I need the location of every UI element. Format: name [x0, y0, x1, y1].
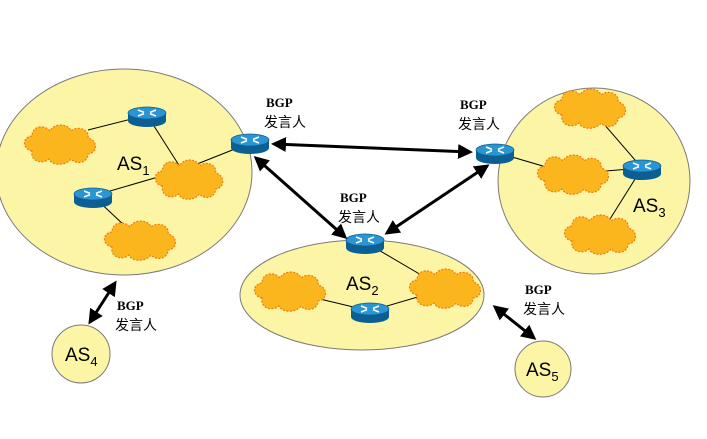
- svg-text:BGP: BGP: [117, 298, 144, 313]
- bgp-links: [88, 136, 537, 340]
- svg-text:发言人: 发言人: [458, 117, 500, 133]
- as2-cloud-1: [253, 271, 327, 312]
- svg-text:BGP: BGP: [525, 282, 552, 297]
- svg-text:BGP: BGP: [460, 97, 487, 112]
- speaker-label-bottom-left: BGP 发言人: [115, 298, 157, 334]
- as2-label: AS2: [346, 274, 379, 298]
- link-as1-as4: [88, 280, 117, 325]
- svg-text:BGP: BGP: [266, 95, 293, 110]
- as4-label: AS4: [65, 345, 98, 369]
- svg-text:发言人: 发言人: [523, 302, 565, 318]
- as1-cloud-1: [23, 124, 97, 165]
- as3-speaker-router: [475, 143, 515, 165]
- link-as1-as2: [253, 156, 348, 239]
- link-as2-as5: [492, 305, 537, 340]
- as1-label: AS1: [117, 154, 150, 178]
- svg-text:发言人: 发言人: [338, 210, 380, 226]
- svg-text:BGP: BGP: [340, 190, 367, 205]
- link-as2-as3: [384, 164, 490, 235]
- as1-router-top: [127, 106, 167, 128]
- speaker-label-middle: BGP 发言人: [338, 190, 380, 226]
- link-as1-as3: [271, 136, 473, 160]
- as3-router-right: [622, 159, 662, 181]
- speaker-label-top-left: BGP 发言人: [264, 95, 306, 131]
- as3-cloud-3: [563, 214, 637, 255]
- as3-cloud-2: [536, 154, 610, 195]
- as2-speaker-router: [345, 233, 385, 255]
- as3-cloud-1: [553, 88, 627, 129]
- as3-label: AS3: [633, 196, 666, 220]
- as1-cloud-3: [103, 220, 177, 261]
- as2-cloud-2: [408, 268, 482, 309]
- speaker-label-bottom-right: BGP 发言人: [523, 282, 565, 318]
- as1-router-left: [73, 187, 113, 209]
- as2-router-bottom: [350, 302, 390, 324]
- as1-cloud-2: [154, 159, 224, 200]
- as1-area: [0, 68, 253, 276]
- speaker-label-top-right: BGP 发言人: [458, 97, 500, 133]
- svg-text:发言人: 发言人: [115, 318, 157, 334]
- as5-area: [514, 340, 572, 398]
- as4-area: [51, 324, 111, 384]
- svg-text:发言人: 发言人: [264, 115, 306, 131]
- as1-speaker-router: [230, 133, 270, 155]
- as5-label: AS5: [526, 360, 559, 384]
